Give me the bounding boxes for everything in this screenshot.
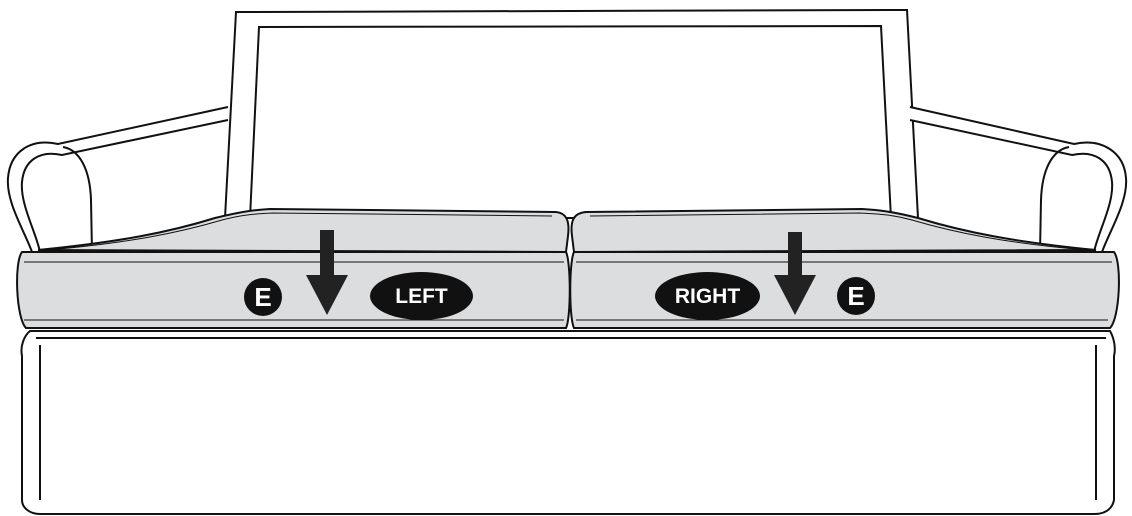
left-down-arrow-icon bbox=[306, 230, 348, 315]
left-part-e-badge: E bbox=[244, 278, 282, 316]
right-cushion-top bbox=[570, 207, 1097, 254]
right-position-badge: RIGHT bbox=[655, 272, 760, 320]
sofa-back-frame bbox=[223, 8, 920, 219]
right-down-arrow-icon bbox=[774, 232, 816, 315]
left-cushion-top bbox=[37, 207, 570, 254]
right-part-e-badge: E bbox=[837, 277, 875, 315]
sofa-skirt bbox=[20, 330, 1116, 515]
left-cushion-front bbox=[16, 251, 571, 329]
left-position-badge: LEFT bbox=[370, 272, 473, 320]
